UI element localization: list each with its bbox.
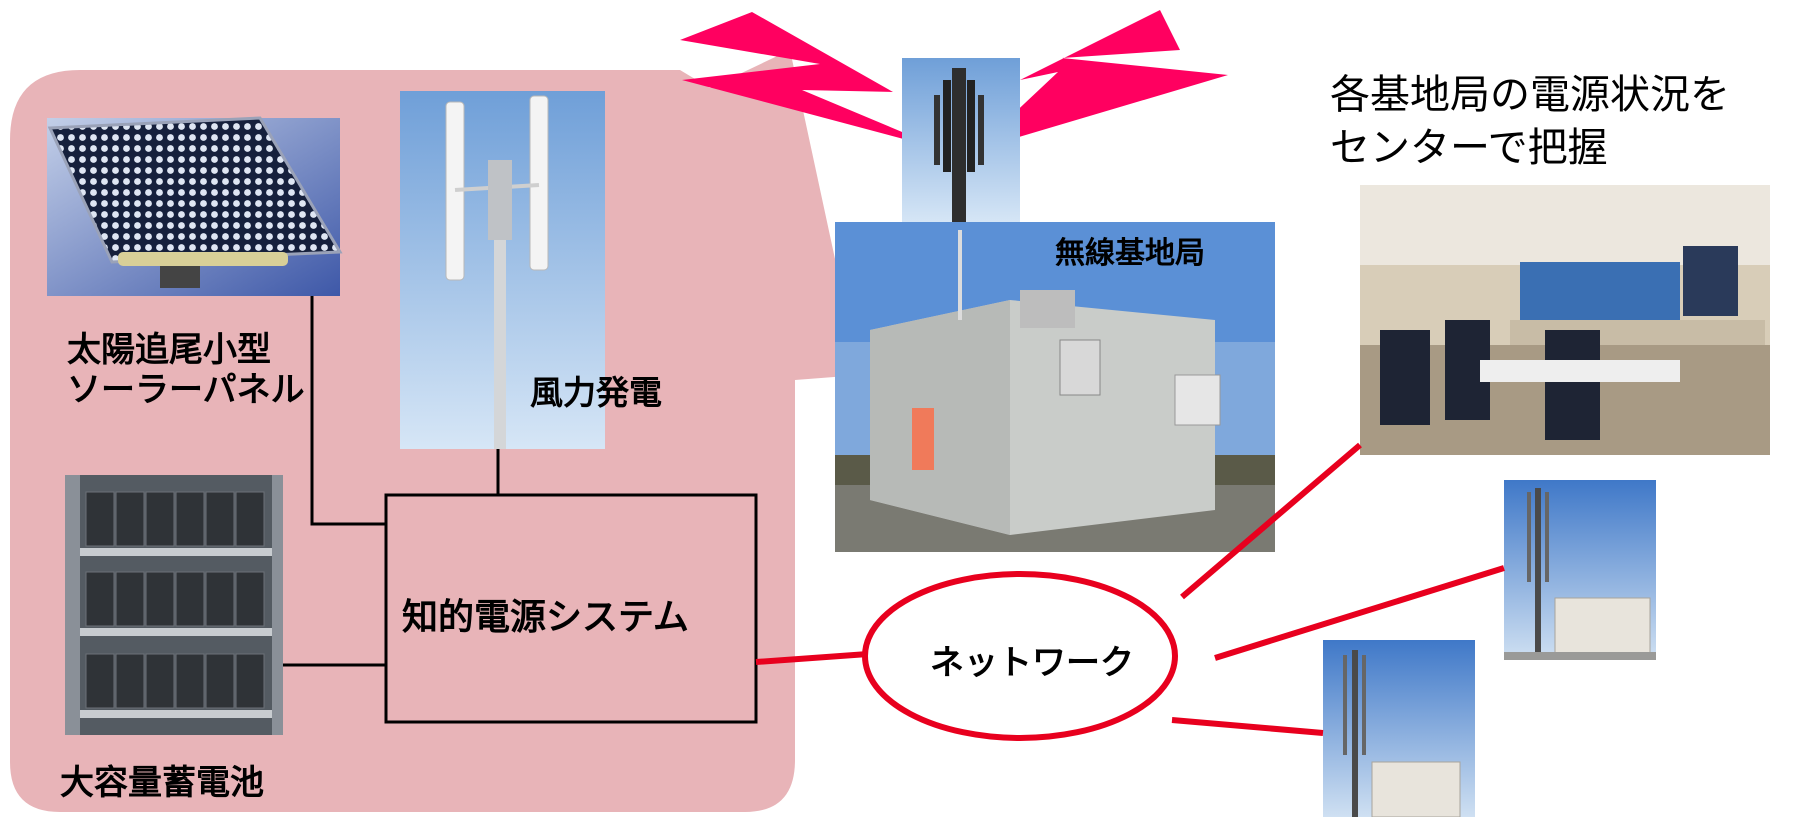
power-system-box (384, 493, 758, 724)
network-ellipse (862, 571, 1178, 741)
solar-panel-label-line2: ソーラーパネル (67, 370, 305, 410)
center-caption-line2: センターで把握 (1330, 125, 1608, 171)
solar-panel-photo (47, 116, 343, 296)
signal-bolt-left-icon (680, 12, 945, 150)
control-center-photo (1360, 185, 1770, 455)
base-station-photo (835, 222, 1275, 552)
wind-power-label: 風力発電 (530, 373, 662, 412)
signal-bolt-right-icon (975, 10, 1228, 150)
base-station-label: 無線基地局 (1055, 236, 1205, 271)
battery-label: 大容量蓄電池 (60, 763, 264, 803)
antenna-photo (902, 58, 1020, 300)
connector-lines (283, 296, 500, 667)
battery-rack-photo (65, 475, 283, 735)
remote-tower-photo-2 (1323, 640, 1475, 817)
center-caption-line1: 各基地局の電源状況を (1330, 72, 1730, 118)
network-lines (755, 442, 1505, 736)
wind-turbine-photo (400, 91, 605, 449)
power-system-label: 知的電源システム (402, 597, 689, 638)
network-label: ネットワーク (930, 643, 1134, 683)
solar-panel-label-line1: 太陽追尾小型 (67, 330, 271, 370)
remote-tower-photo-1 (1504, 480, 1656, 660)
